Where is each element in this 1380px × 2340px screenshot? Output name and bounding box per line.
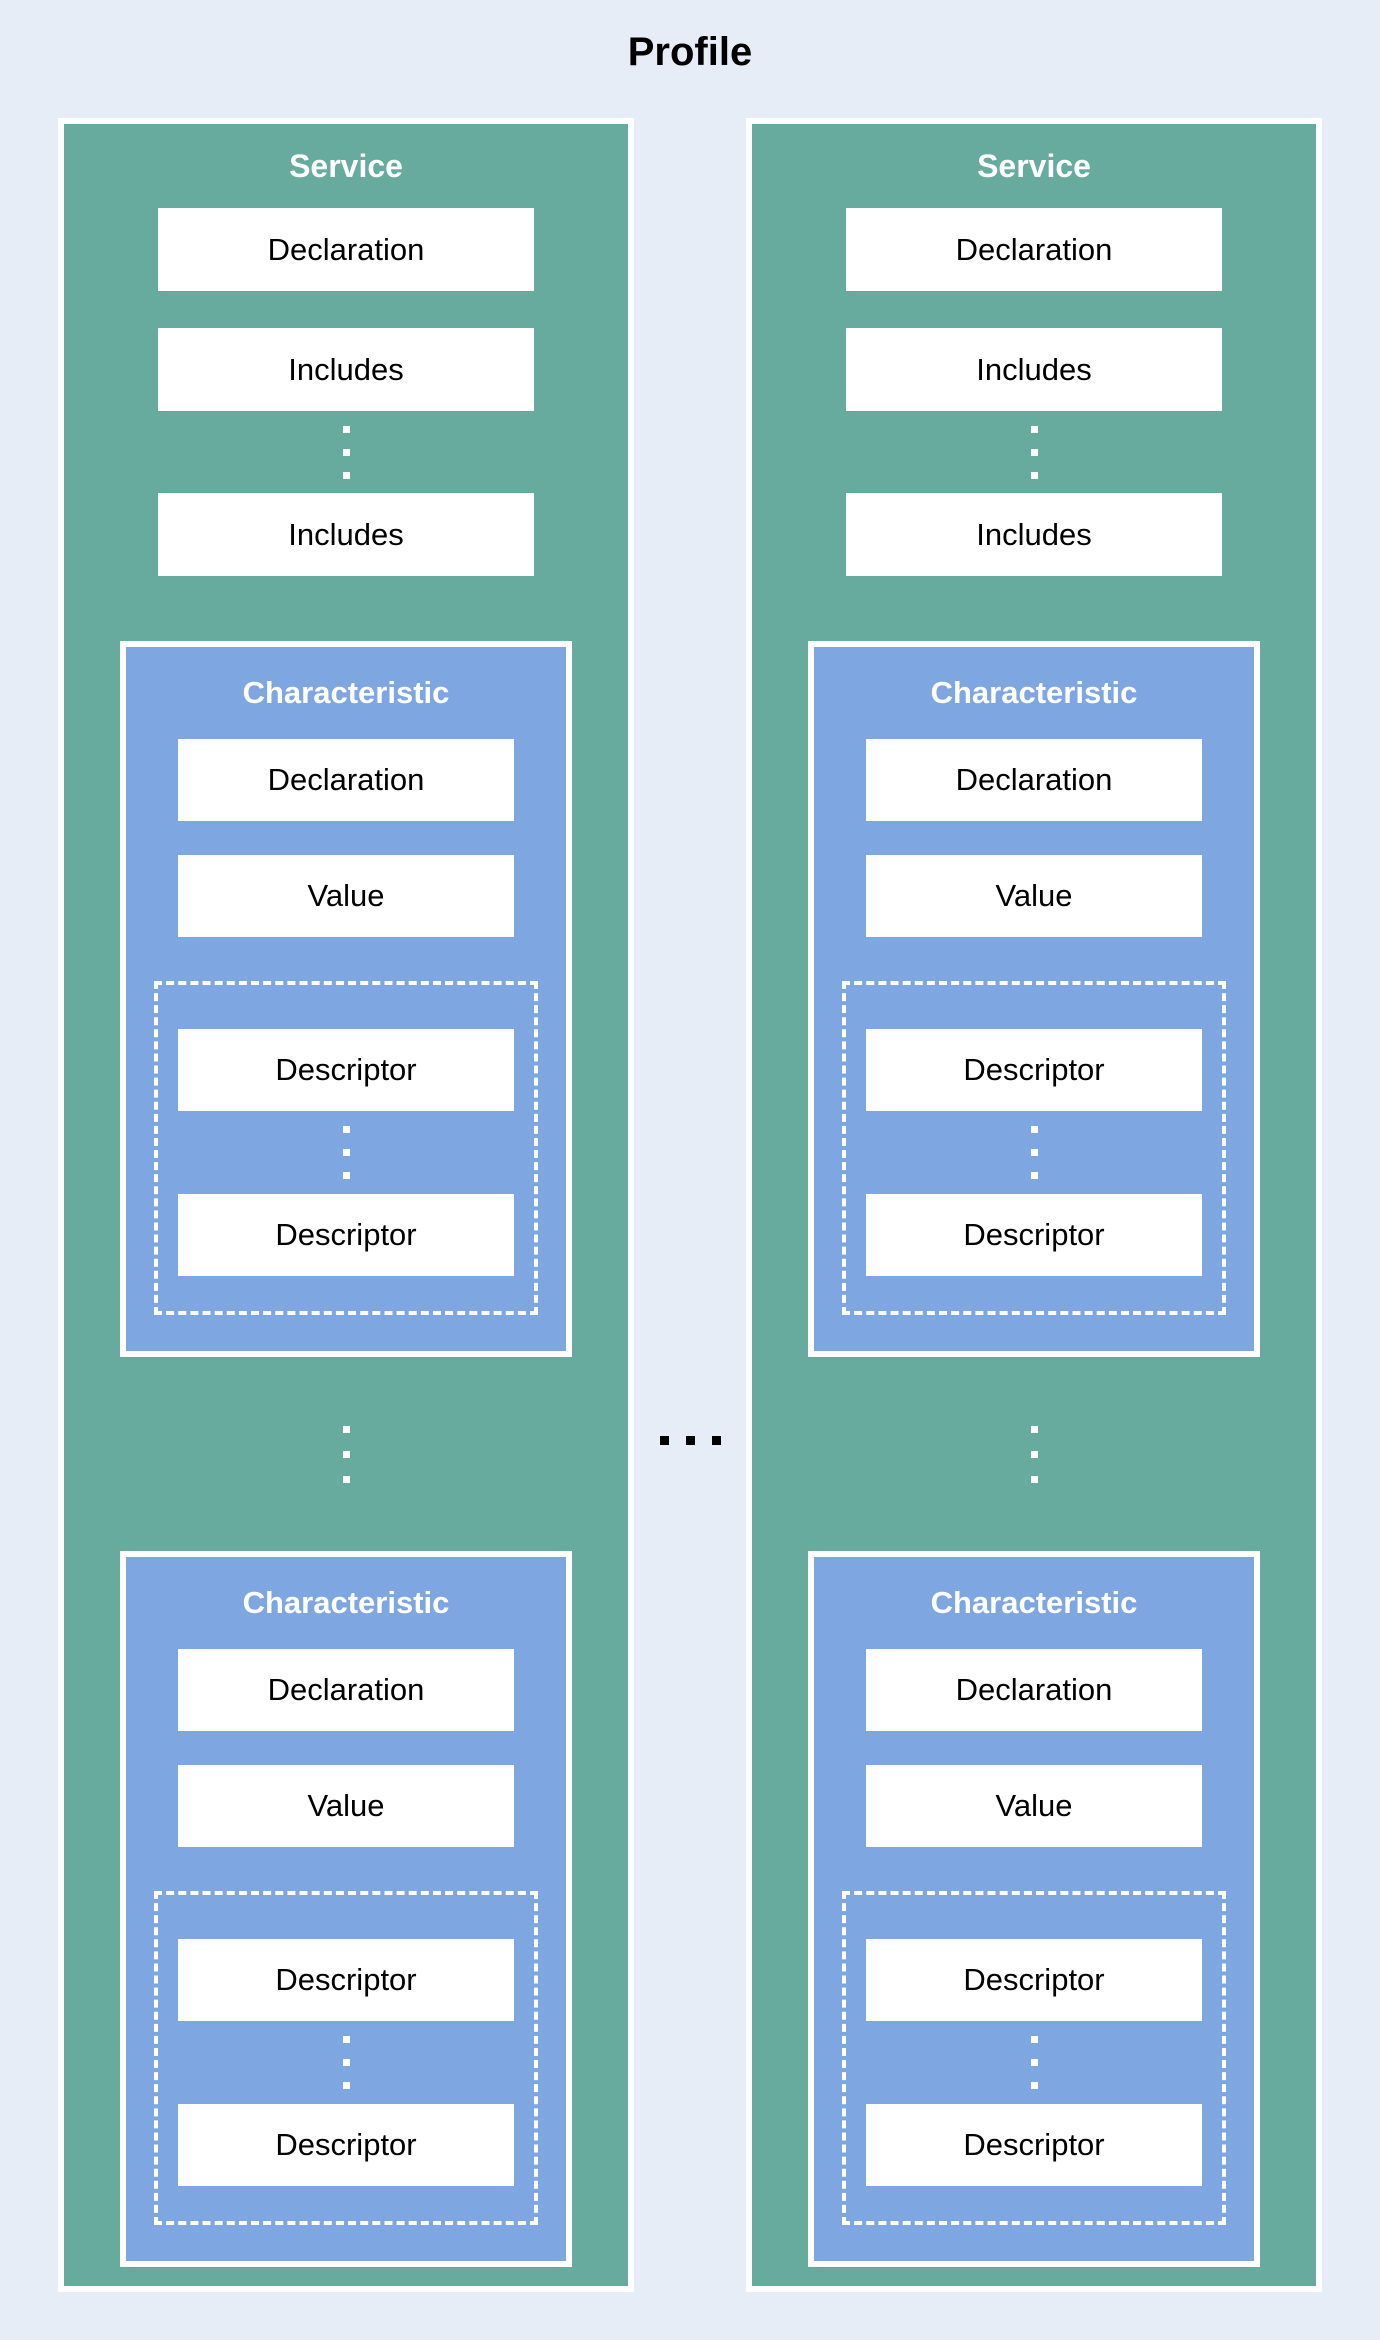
dot (342, 1149, 350, 1156)
dot (1030, 1172, 1038, 1179)
dot (1030, 2082, 1038, 2089)
declaration-box: Declaration (846, 208, 1222, 291)
characteristic-box: Characteristic Declaration Value Descrip… (120, 641, 572, 1357)
dot (1030, 2036, 1038, 2043)
dot (1030, 425, 1038, 433)
dot (1030, 1126, 1038, 1133)
vertical-ellipsis-icon (342, 1357, 350, 1551)
includes-box: Includes (846, 328, 1222, 411)
declaration-box: Declaration (866, 1649, 1202, 1731)
dot (1030, 1475, 1038, 1483)
vertical-ellipsis-icon (1030, 411, 1038, 493)
characteristic-box: Characteristic Declaration Value Descrip… (808, 641, 1260, 1357)
horizontal-ellipsis-icon (0, 1436, 1380, 1445)
descriptor-group: Descriptor Descriptor (842, 1891, 1226, 2225)
dot (342, 425, 350, 433)
vertical-ellipsis-icon (342, 411, 350, 493)
dot (1030, 1450, 1038, 1458)
characteristic-title: Characteristic (242, 675, 450, 710)
descriptor-group: Descriptor Descriptor (154, 981, 538, 1315)
includes-box: Includes (158, 328, 534, 411)
characteristic-title: Characteristic (930, 675, 1138, 710)
value-box: Value (866, 855, 1202, 937)
vertical-ellipsis-icon (1030, 1111, 1038, 1194)
dot (342, 1475, 350, 1483)
characteristic-box: Characteristic Declaration Value Descrip… (808, 1551, 1260, 2267)
dot (1030, 2059, 1038, 2066)
service-title: Service (977, 147, 1091, 184)
dot (342, 2059, 350, 2066)
characteristic-title: Characteristic (242, 1585, 450, 1620)
declaration-box: Declaration (178, 1649, 514, 1731)
value-box: Value (866, 1765, 1202, 1847)
vertical-ellipsis-icon (342, 1111, 350, 1194)
dot (711, 1436, 721, 1445)
declaration-box: Declaration (866, 739, 1202, 821)
declaration-box: Declaration (178, 739, 514, 821)
dot (342, 2082, 350, 2089)
service-box-right: Service Declaration Includes Includes Ch… (746, 118, 1322, 2292)
page-title: Profile (627, 30, 753, 74)
descriptor-box: Descriptor (866, 1029, 1202, 1111)
dot (1030, 1149, 1038, 1156)
descriptor-box: Descriptor (178, 1194, 514, 1276)
dot (342, 1126, 350, 1133)
vertical-ellipsis-icon (1030, 1357, 1038, 1551)
descriptor-box: Descriptor (178, 2104, 514, 2186)
includes-box: Includes (158, 493, 534, 576)
descriptor-box: Descriptor (866, 1194, 1202, 1276)
dot (659, 1436, 669, 1445)
descriptor-box: Descriptor (866, 2104, 1202, 2186)
dot (342, 1450, 350, 1458)
service-title: Service (289, 147, 403, 184)
dot (342, 1425, 350, 1433)
descriptor-group: Descriptor Descriptor (154, 1891, 538, 2225)
descriptor-group: Descriptor Descriptor (842, 981, 1226, 1315)
dot (342, 471, 350, 479)
dot (342, 2036, 350, 2043)
dot (1030, 471, 1038, 479)
declaration-box: Declaration (158, 208, 534, 291)
dot (685, 1436, 695, 1445)
characteristic-box: Characteristic Declaration Value Descrip… (120, 1551, 572, 2267)
descriptor-box: Descriptor (178, 1939, 514, 2021)
dot (342, 1172, 350, 1179)
dot (1030, 448, 1038, 456)
service-box-left: Service Declaration Includes Includes Ch… (58, 118, 634, 2292)
value-box: Value (178, 855, 514, 937)
characteristic-title: Characteristic (930, 1585, 1138, 1620)
value-box: Value (178, 1765, 514, 1847)
includes-box: Includes (846, 493, 1222, 576)
dot (1030, 1425, 1038, 1433)
descriptor-box: Descriptor (866, 1939, 1202, 2021)
descriptor-box: Descriptor (178, 1029, 514, 1111)
dot (342, 448, 350, 456)
profile-diagram: Service Declaration Includes Includes Ch… (58, 118, 1322, 2292)
vertical-ellipsis-icon (1030, 2021, 1038, 2104)
vertical-ellipsis-icon (342, 2021, 350, 2104)
